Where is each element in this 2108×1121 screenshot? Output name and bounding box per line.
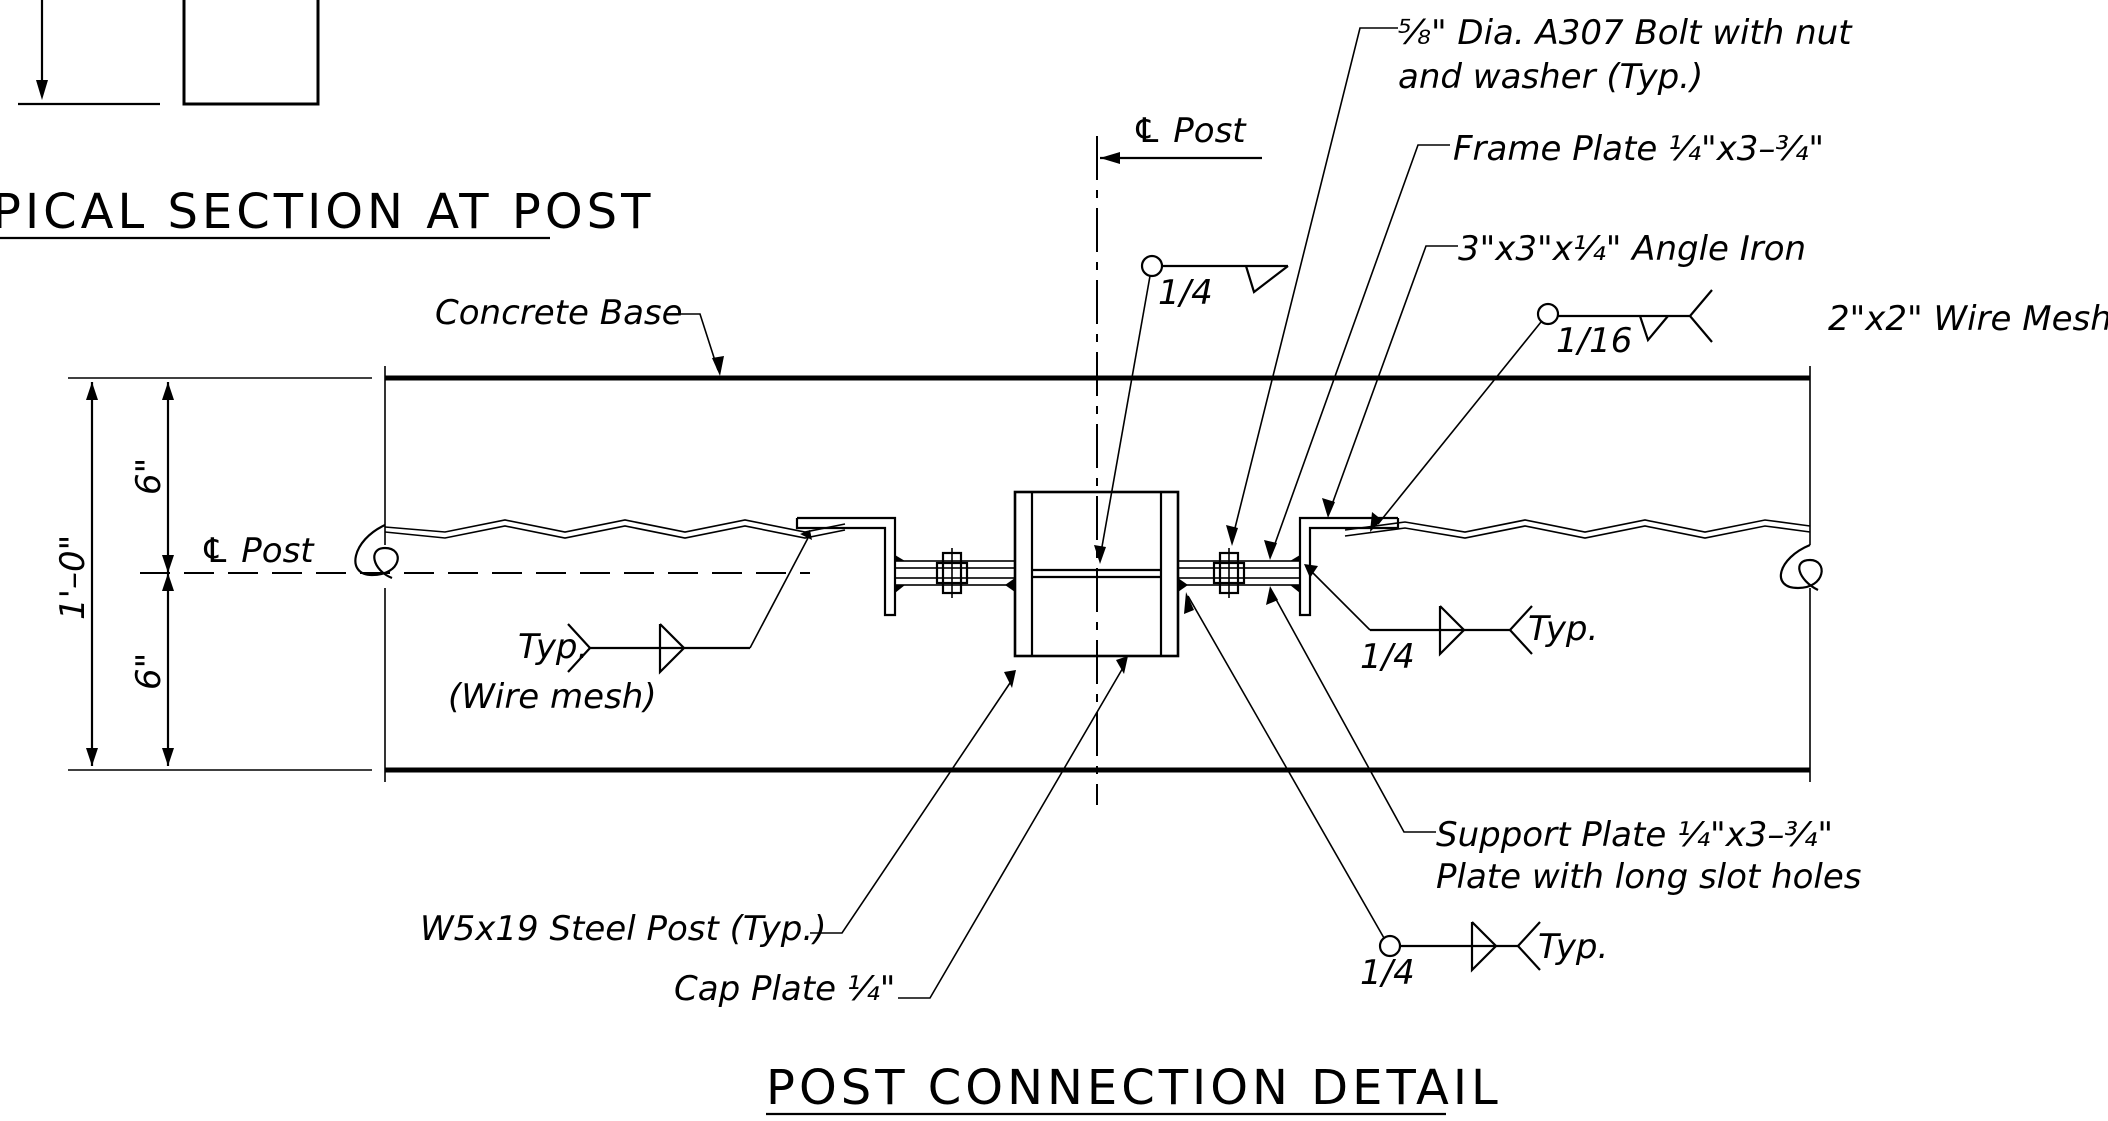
bolt-label-line1: ⅝" Dia. A307 Bolt with nut [1398, 13, 1853, 53]
wire-mesh [384, 519, 1811, 539]
support-plate-label-line1: Support Plate ¼"x3–¾" [1436, 815, 1833, 855]
cl-post-top-label: ℄ Post [1132, 111, 1247, 151]
steel-post-callout: W5x19 Steel Post (Typ.) [420, 670, 1016, 949]
typ-wire-label: Typ. [518, 627, 588, 667]
wire-mesh-paren-label: (Wire mesh) [448, 677, 657, 717]
bolt-callout: ⅝" Dia. A307 Bolt with nut and washer (T… [1226, 13, 1853, 546]
weld-wire-mesh-callout: 1/16 [1370, 289, 1713, 532]
right-bolt [1212, 548, 1246, 598]
wire-mesh-label: 2"x2" Wire Mesh [1828, 299, 2108, 339]
weld-bottom-callout: 1/4 Typ. [1184, 592, 1608, 993]
dim-total: 1'–0" [53, 535, 93, 620]
cl-post-top-callout: ℄ Post [1100, 111, 1262, 164]
typ-right-label: Typ. [1528, 609, 1598, 649]
cl-post-left-label: ℄ Post [200, 531, 315, 571]
support-plate-label-line2: Plate with long slot holes [1436, 857, 1862, 897]
angle-iron-label: 3"x3"x¼" Angle Iron [1458, 229, 1806, 269]
main-title: POST CONNECTION DETAIL [766, 1060, 1502, 1116]
weld-top-size: 1/4 [1158, 273, 1213, 313]
weld-bottom-size: 1/4 [1360, 953, 1415, 993]
dim-upper: 6" [129, 458, 169, 495]
concrete-base-label: Concrete Base [435, 293, 683, 333]
weld-right-callout: 1/4 Typ. [1304, 564, 1598, 677]
weld-wire-left-callout: Typ. (Wire mesh) [448, 530, 812, 717]
angle-iron-callout: 3"x3"x¼" Angle Iron [1322, 229, 1806, 518]
support-plate-callout: Support Plate ¼"x3–¾" Plate with long sl… [1266, 586, 1862, 897]
cap-plate-label: Cap Plate ¼" [674, 969, 895, 1009]
steel-post [1013, 490, 1180, 658]
right-angle-iron [1298, 516, 1400, 617]
weld-top-callout: 1/4 [1094, 254, 1289, 564]
cap-plate-callout: Cap Plate ¼" [674, 656, 1128, 1009]
left-bolt [935, 548, 969, 598]
frame-plate-label: Frame Plate ¼"x3–¾" [1453, 129, 1824, 169]
partial-section-title: PICAL SECTION AT POST [0, 184, 654, 240]
dimensions: 1'–0" 6" 6" [53, 377, 372, 771]
weld-wire-mesh-size: 1/16 [1556, 321, 1632, 361]
dim-lower: 6" [129, 653, 169, 690]
steel-post-label: W5x19 Steel Post (Typ.) [420, 909, 826, 949]
weld-right-size: 1/4 [1360, 637, 1415, 677]
partial-section-view: PICAL SECTION AT POST [0, 0, 654, 240]
left-angle-iron [795, 516, 897, 617]
main-title-group: POST CONNECTION DETAIL [766, 1060, 1502, 1116]
typ-bottom-label: Typ. [1538, 927, 1608, 967]
concrete-base [354, 366, 1823, 782]
bolt-label-line2: and washer (Typ.) [1398, 57, 1703, 97]
frame-plate-callout: Frame Plate ¼"x3–¾" [1264, 129, 1824, 560]
concrete-base-callout: Concrete Base [435, 293, 724, 376]
